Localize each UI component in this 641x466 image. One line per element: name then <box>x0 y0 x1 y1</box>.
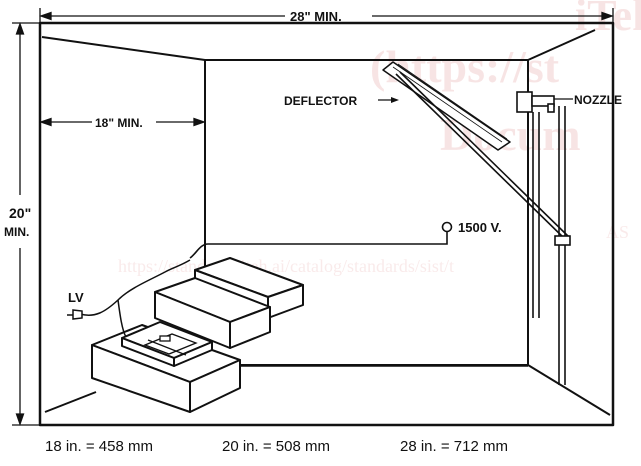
deflector-leader-arrow <box>391 97 399 103</box>
depth-arrow-right <box>193 117 206 127</box>
dimension-depth <box>39 117 206 127</box>
box-middle-side <box>154 291 231 349</box>
electrode-wire <box>395 71 571 241</box>
conversion-28in: 28 in. = 712 mm <box>400 438 508 455</box>
dimension-height <box>12 22 40 426</box>
control-detail-line <box>147 339 187 356</box>
deflector-shape <box>382 61 511 151</box>
width-dimension-label: 28" MIN. <box>290 9 342 24</box>
enclosure-outer-frame <box>38 21 615 427</box>
height-dimension-label-line1: 20" <box>9 205 31 221</box>
nozzle-body <box>531 95 555 107</box>
depth-arrow-left <box>39 117 52 127</box>
conversion-20in: 20 in. = 508 mm <box>222 438 330 455</box>
lv-plug-body <box>72 309 83 320</box>
watermark-url: https://standards.iteh.ai/catalog/standa… <box>118 256 454 276</box>
width-arrow-right <box>601 11 614 21</box>
edge-bottom-left <box>44 391 97 413</box>
nozzle-tip <box>547 103 555 113</box>
nozzle-label: NOZZLE <box>574 93 622 107</box>
watermark-side: AS <box>606 222 629 242</box>
edge-bottom-right <box>527 364 611 416</box>
high-voltage-lead <box>189 231 448 259</box>
height-arrow-top <box>15 22 25 35</box>
control-details <box>143 333 198 356</box>
high-voltage-terminal <box>441 221 453 233</box>
diagonal-electrode <box>395 73 567 241</box>
voltage-label: 1500 V. <box>458 220 502 235</box>
watermark: iTeh (https://st Docum AS https://standa… <box>118 0 641 276</box>
control-switch <box>159 335 171 342</box>
control-side <box>121 337 175 367</box>
conversion-18in: 18 in. = 458 mm <box>45 438 153 455</box>
lv-cord <box>79 259 191 316</box>
box-front-side <box>91 344 191 413</box>
enclosure <box>38 21 615 427</box>
dimension-width <box>39 8 614 23</box>
width-arrow-left <box>39 11 52 21</box>
height-dimension-label-line2: MIN. <box>4 225 29 239</box>
deflector-label: DEFLECTOR <box>284 94 357 108</box>
edge-top-left <box>41 36 206 61</box>
deflector-shade-1 <box>392 66 503 143</box>
height-arrow-bottom <box>15 413 25 426</box>
lv-cord-to-unit <box>117 299 127 338</box>
nozzle-assembly <box>516 91 571 385</box>
edge-top-right <box>527 29 596 61</box>
depth-dimension-label: 18" MIN. <box>95 116 143 130</box>
nozzle-clamp <box>516 91 533 113</box>
enclosure-back-wall <box>204 59 529 366</box>
pipe-collar <box>554 235 571 246</box>
lv-label: LV <box>68 290 84 305</box>
lv-plug <box>67 309 83 320</box>
diagonal-electrode-2 <box>399 71 571 239</box>
deflector-shade-2 <box>397 63 508 140</box>
deflector-plate <box>382 61 511 151</box>
apparatus-stack <box>91 257 304 413</box>
